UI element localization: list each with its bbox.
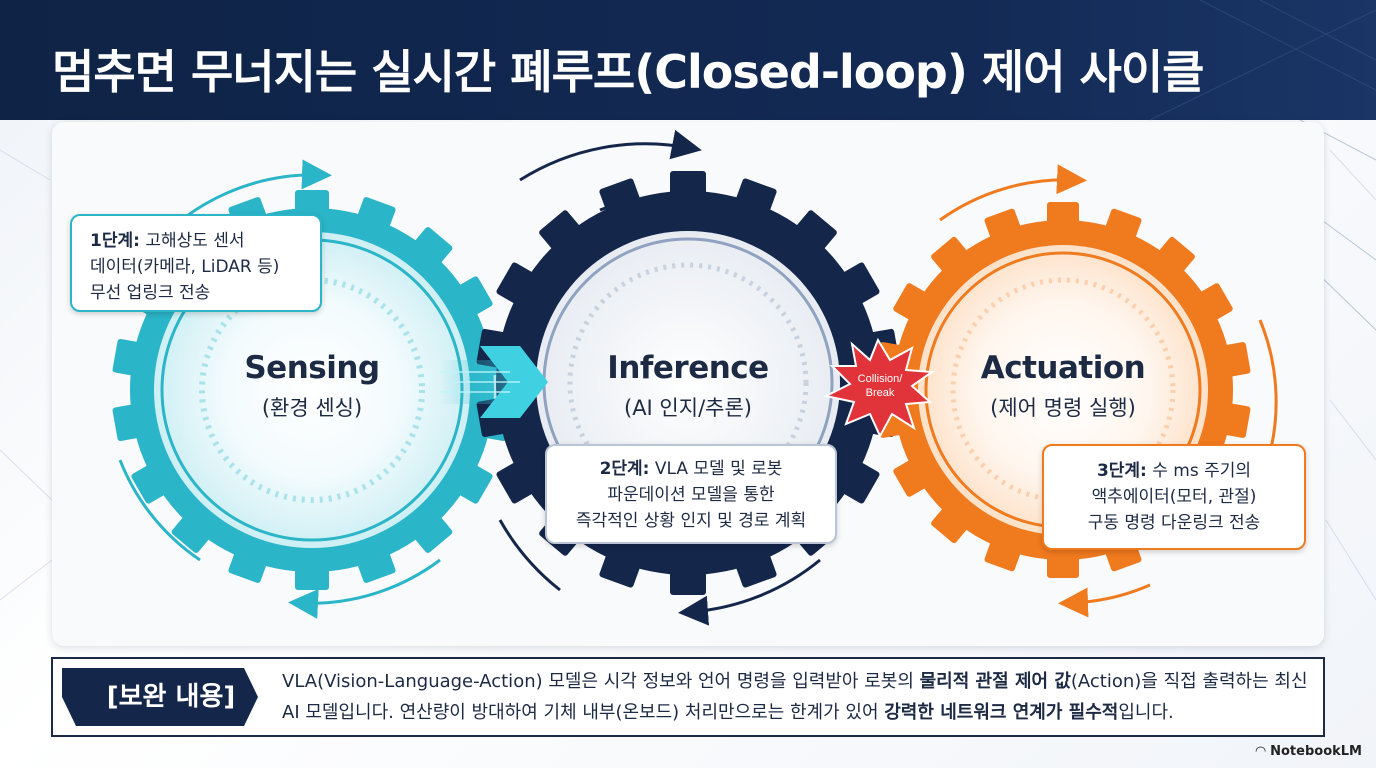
sensing-title: Sensing bbox=[244, 350, 380, 386]
collision-label-line1: Collision/ bbox=[858, 373, 904, 385]
gear-tooth bbox=[496, 460, 537, 504]
stage1-callout: 1단계: 고해상도 센서 데이터(카메라, LiDAR 등) 무선 업링크 전송 bbox=[70, 214, 322, 312]
data-transfer-arrow bbox=[440, 346, 548, 418]
inference-subtitle: (AI 인지/추론) bbox=[624, 396, 752, 420]
inference-title: Inference bbox=[607, 350, 769, 386]
header-band bbox=[0, 0, 1376, 120]
stage3-line2: 액추에이터(모터, 관절) bbox=[1091, 487, 1257, 507]
stage1-label: 1단계: bbox=[90, 231, 140, 251]
gear-tooth bbox=[1156, 236, 1195, 275]
note-emphasis-1: 물리적 관절 제어 값 bbox=[919, 671, 1071, 692]
note-emphasis-2: 강력한 네트워크 연계가 필수적 bbox=[884, 702, 1119, 723]
brand-logo: ◠ NotebookLM bbox=[1255, 744, 1362, 759]
note-seg3: (Action)을 직접 출력하는 최신 AI 모델입니다. 연산량이 방대하여… bbox=[282, 671, 1308, 723]
stage2-line2: 파운데이션 모델을 통한 bbox=[607, 485, 775, 505]
stage2-label: 2단계: bbox=[599, 459, 650, 479]
stage2-line1: VLA 모델 및 로봇 bbox=[654, 459, 783, 479]
gear-tooth bbox=[931, 236, 970, 275]
note-seg1: VLA(Vision-Language-Action) 모델은 시각 정보와 언… bbox=[282, 671, 920, 692]
stage1-line1: 고해상도 센서 bbox=[145, 231, 245, 251]
collision-label-line2: Break bbox=[866, 387, 895, 399]
stage3-line3: 구동 명령 다운링크 전송 bbox=[1087, 513, 1261, 533]
stage3-callout: 3단계: 수 ms 주기의 액추에이터(모터, 관절) 구동 명령 다운링크 전… bbox=[1042, 444, 1306, 550]
actuation-title: Actuation bbox=[980, 350, 1146, 386]
collision-burst-icon: Collision/ Break bbox=[823, 337, 935, 439]
stage1-line2: 데이터(카메라, LiDAR 등) bbox=[90, 257, 280, 277]
gear-tooth bbox=[455, 463, 493, 504]
gear-tooth bbox=[839, 460, 880, 504]
note-text: VLA(Vision-Language-Action) 모델은 시각 정보와 언… bbox=[282, 666, 1312, 728]
stage2-line3: 즉각적인 상황 인지 및 경로 계획 bbox=[575, 511, 807, 531]
gear-tooth bbox=[455, 276, 493, 317]
stage2-callout: 2단계: VLA 모델 및 로봇 파운데이션 모델을 통한 즉각적인 상황 인지… bbox=[545, 444, 837, 544]
gear-tooth bbox=[539, 210, 583, 253]
actuation-subtitle: (제어 명령 실행) bbox=[990, 396, 1136, 420]
bottom-note-frame bbox=[51, 657, 1325, 737]
stage3-label: 3단계: bbox=[1096, 461, 1147, 481]
gear-tooth bbox=[839, 262, 880, 306]
page-title: 멈추면 무너지는 실시간 폐루프(Closed-loop) 제어 사이클 bbox=[52, 45, 1205, 99]
note-label: [보완 내용] bbox=[106, 682, 236, 712]
gear-tooth bbox=[793, 210, 837, 253]
brand-text: NotebookLM bbox=[1270, 744, 1362, 759]
gear-tooth bbox=[931, 505, 970, 544]
stage3-line1: 수 ms 주기의 bbox=[1152, 461, 1252, 481]
gear-tooth bbox=[412, 227, 453, 267]
gear-tooth bbox=[412, 513, 453, 553]
gear-tooth bbox=[171, 513, 212, 553]
gear-tooth bbox=[496, 262, 537, 306]
stage1-line3: 무선 업링크 전송 bbox=[90, 283, 211, 303]
note-seg5: 입니다. bbox=[1118, 702, 1174, 723]
sensing-subtitle: (환경 센싱) bbox=[261, 396, 363, 420]
gear-tooth bbox=[131, 463, 169, 504]
